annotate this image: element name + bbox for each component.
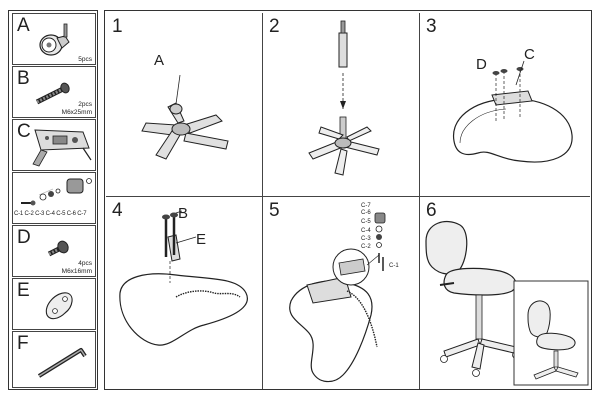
short-bolt-icon: [47, 240, 69, 257]
backrest-mechanism-illustration: [289, 212, 386, 383]
callout-label: C-1: [389, 263, 399, 269]
callout-label: C-4: [361, 228, 371, 234]
part-c-cell: C: [12, 119, 96, 171]
subpart-label: C-3: [35, 211, 45, 217]
parts-list-panel: [8, 10, 98, 390]
part-c-subparts-cell: C-1 C-2 C-3 C-4 C-5 C-6 C-7: [12, 172, 96, 224]
step-6-cell: 6: [420, 197, 590, 389]
subpart-label: C-7: [77, 211, 87, 217]
part-a-cell: A 5pcs: [12, 13, 96, 65]
part-letter: A: [17, 15, 30, 36]
hardware-set-icon: [21, 178, 92, 206]
part-size: M6x25mm: [61, 109, 92, 116]
part-size: M6x16mm: [61, 268, 92, 275]
part-letter: F: [17, 333, 29, 354]
callout-label: D: [476, 56, 487, 73]
caster-wheel-icon: [39, 23, 70, 56]
callout-label: C-3: [361, 236, 371, 242]
part-f-cell: F: [12, 331, 96, 388]
allen-key-icon: [37, 348, 87, 378]
callout-label: C-2: [361, 244, 371, 250]
chair-base-with-casters-illustration: [141, 74, 229, 160]
assembled-chair-illustration: [425, 220, 589, 386]
step-number: 6: [426, 200, 437, 221]
step-5-cell: 5 C-7 C-6 C-5 C-4 C-3 C-2 C-1: [263, 197, 420, 389]
part-letter: E: [17, 280, 30, 301]
subpart-label: C-1: [14, 211, 24, 217]
callout-label: A: [154, 52, 165, 69]
tilt-mechanism-icon: [32, 129, 92, 167]
part-quantity: 5pcs: [78, 56, 92, 63]
callout-label: C: [524, 46, 535, 63]
part-quantity: 2pcs: [78, 101, 92, 108]
bracket-plate-icon: [45, 292, 73, 320]
part-quantity: 4pcs: [78, 260, 92, 267]
subpart-label: C-5: [56, 211, 66, 217]
callout-label: B: [178, 205, 189, 222]
subpart-label: C-2: [24, 211, 34, 217]
step-number: 2: [269, 16, 280, 37]
subpart-label: C-6: [66, 211, 76, 217]
subpart-label: C-4: [45, 211, 55, 217]
subpart-labels: C-1 C-2 C-3 C-4 C-5 C-6 C-7: [14, 211, 95, 217]
part-letter: C: [17, 121, 31, 142]
step-3-cell: 3 D C: [420, 13, 590, 197]
step-number: 3: [426, 16, 437, 37]
step-number: 1: [112, 16, 123, 37]
seat-mechanism-attach-illustration: [452, 60, 573, 163]
step-number: 5: [269, 200, 280, 221]
bolt-icon: [35, 82, 70, 105]
part-letter: D: [17, 227, 31, 248]
backrest-bracket-illustration: [119, 210, 248, 346]
callout-label: C-7: [361, 203, 371, 209]
step-1-cell: 1 A: [106, 13, 263, 197]
step-4-cell: 4 B E: [106, 197, 263, 389]
callout-label: E: [196, 231, 207, 248]
step-2-cell: 2: [263, 13, 420, 197]
part-d-cell: D 4pcs M6x16mm: [12, 225, 96, 277]
callout-label: C-5: [361, 219, 371, 225]
step-number: 4: [112, 200, 123, 221]
part-b-cell: B 2pcs M6x25mm: [12, 66, 96, 118]
part-e-cell: E: [12, 278, 96, 330]
gas-lift-insertion-illustration: [308, 20, 380, 176]
callout-label: C-6: [361, 210, 371, 216]
part-letter: B: [17, 68, 30, 89]
